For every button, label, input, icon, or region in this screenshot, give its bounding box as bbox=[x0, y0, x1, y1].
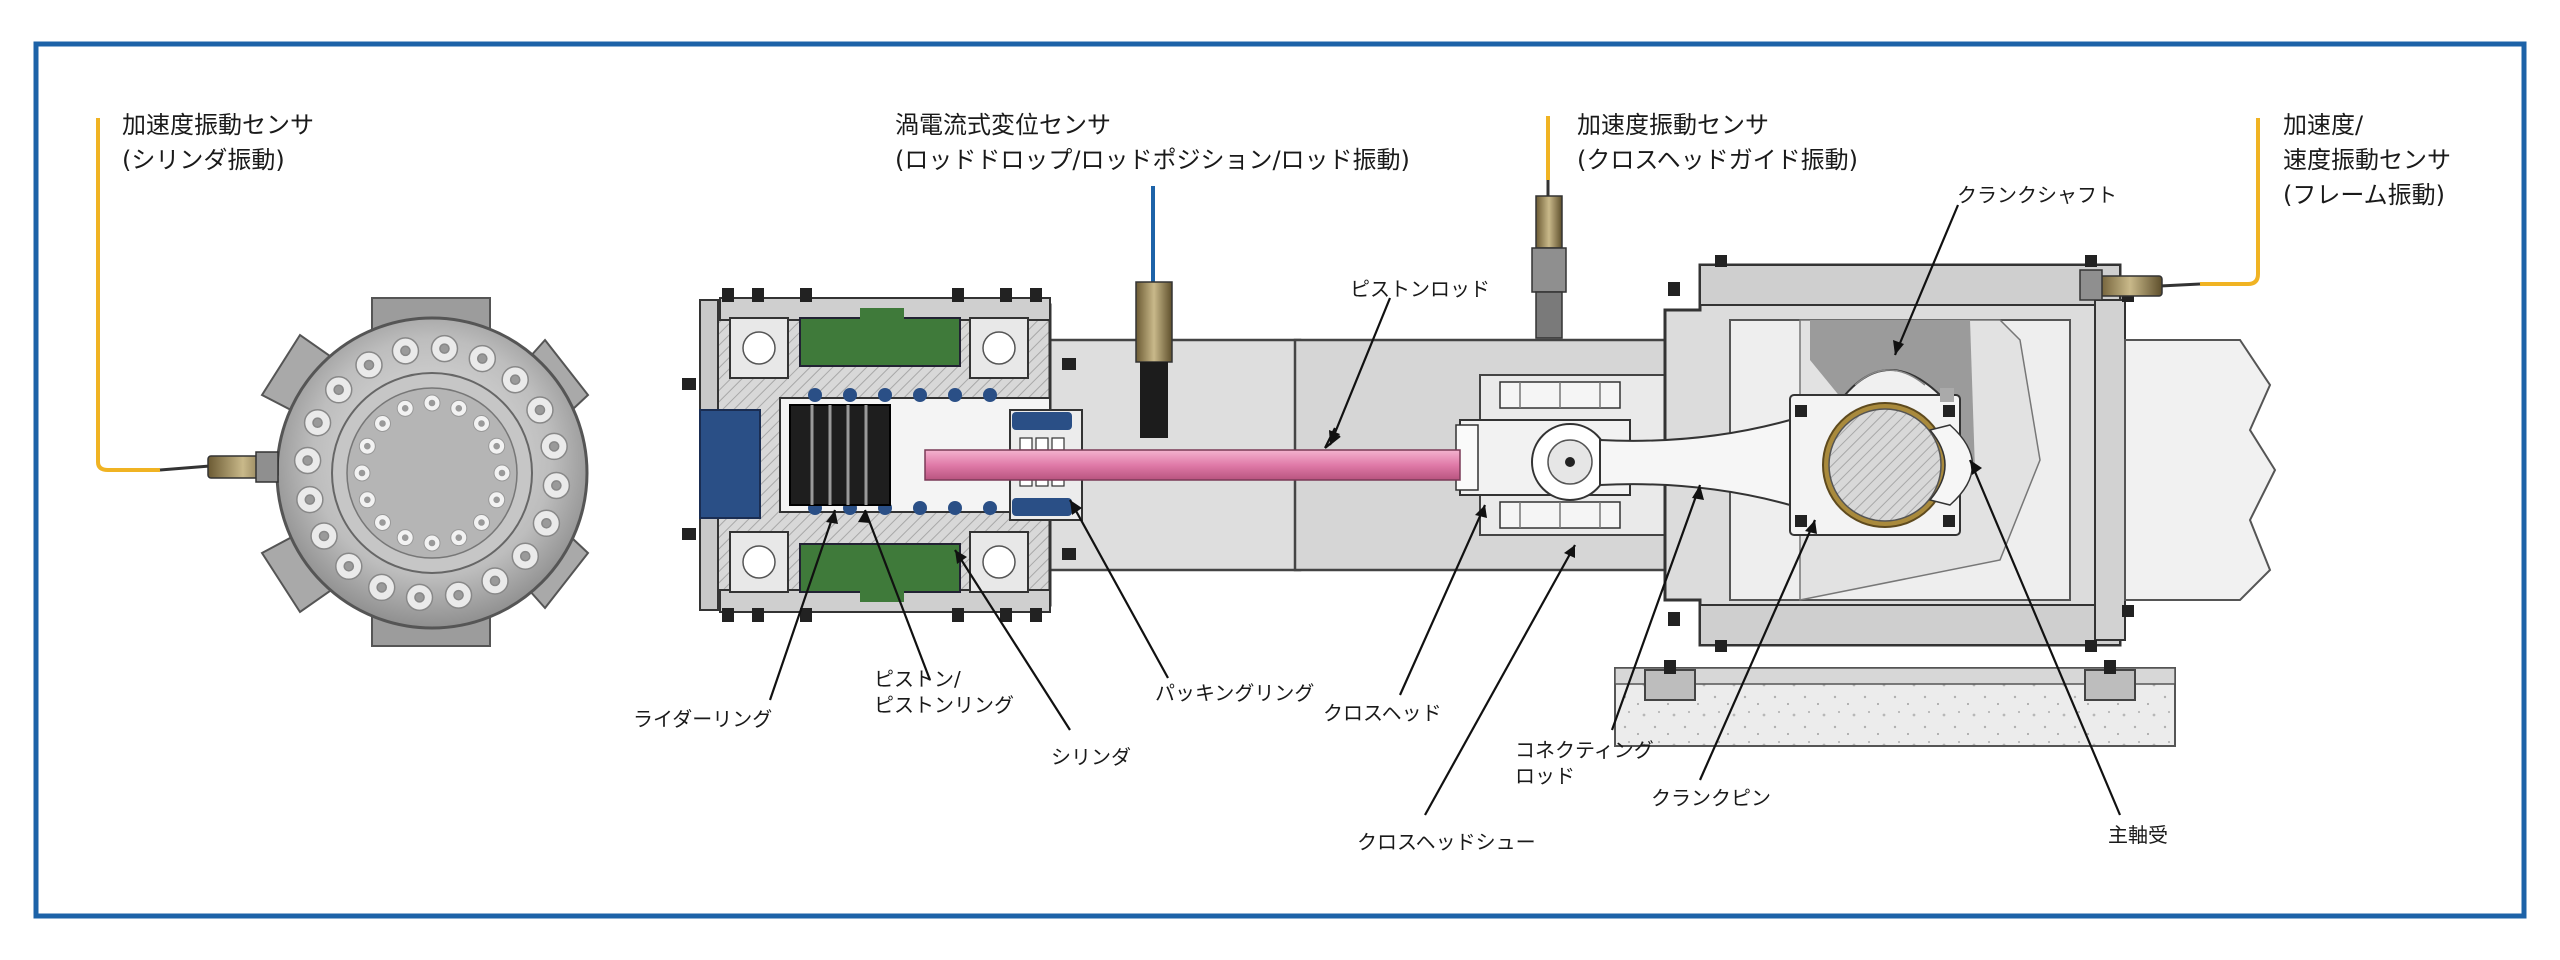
cylinder-accel-sensor bbox=[96, 118, 279, 483]
flange-bolt-center-icon bbox=[364, 442, 371, 450]
coolant-passage-icon bbox=[878, 388, 892, 402]
flange-bolt-center-icon bbox=[478, 519, 485, 526]
label-cylinder: シリンダ bbox=[1051, 745, 1131, 769]
flange-bolt-center-icon bbox=[478, 420, 485, 427]
label-piston-2: ピストンリング bbox=[874, 693, 1014, 717]
flange-bolt-center-icon bbox=[304, 494, 316, 505]
sensor-labels: 加速度振動センサ (シリンダ振動) 渦電流式変位センサ (ロッドドロップ/ロッド… bbox=[122, 111, 2451, 209]
label-frame-2: 速度振動センサ bbox=[2283, 146, 2451, 174]
label-cyl-accel-2: (シリンダ振動) bbox=[122, 146, 285, 174]
diagram-border bbox=[33, 41, 2527, 919]
flange-bolt-center-icon bbox=[379, 420, 386, 427]
label-xhead-accel-2: (クロスヘッドガイド振動) bbox=[1577, 146, 1858, 174]
label-main-bearing: 主軸受 bbox=[2108, 823, 2168, 847]
flange-bolt-center-icon bbox=[455, 405, 463, 412]
label-rider-ring: ライダーリング bbox=[633, 707, 772, 731]
label-eddy-2: (ロッドドロップ/ロッドポジション/ロッド振動) bbox=[895, 146, 1410, 174]
coolant-passage-icon bbox=[913, 388, 927, 402]
foundation bbox=[1614, 660, 2176, 747]
label-cyl-accel-1: 加速度振動センサ bbox=[122, 111, 314, 139]
label-crankshaft: クランクシャフト bbox=[1957, 183, 2117, 207]
label-crosshead-shoe: クロスヘッドシュー bbox=[1357, 830, 1536, 854]
coolant-passage-icon bbox=[983, 388, 997, 402]
label-crank-pin: クランクピン bbox=[1651, 786, 1771, 810]
eddy-current-sensor bbox=[1135, 186, 1173, 438]
flange-bolt-center-icon bbox=[363, 359, 375, 371]
flange-bolt-center-icon bbox=[401, 405, 409, 412]
flange-bolt-center-icon bbox=[400, 345, 411, 357]
label-conrod-1: コネクティング bbox=[1515, 738, 1654, 762]
coolant-passage-icon bbox=[948, 501, 962, 515]
flange-bolt-center-icon bbox=[541, 518, 552, 529]
flange-bolt-center-icon bbox=[534, 404, 546, 416]
flange-bolt-center-icon bbox=[548, 441, 560, 452]
flange-bolt-center-icon bbox=[318, 530, 330, 542]
flange-bolt-center-icon bbox=[401, 534, 409, 541]
label-piston-rod: ピストンロッド bbox=[1350, 277, 1490, 301]
flange-bolt-center-icon bbox=[509, 374, 521, 386]
crankshaft-extension bbox=[2124, 339, 2277, 601]
label-conrod-2: ロッド bbox=[1515, 764, 1575, 788]
leader-arrowheads bbox=[826, 340, 1982, 564]
flange-bolt-center-icon bbox=[302, 455, 313, 466]
flange-bolt-center-icon bbox=[498, 469, 506, 477]
flange-bolt-center-icon bbox=[428, 399, 436, 407]
flange-bolt-center-icon bbox=[551, 480, 562, 491]
flange-bolt-center-icon bbox=[364, 496, 371, 504]
label-piston-1: ピストン/ bbox=[874, 667, 961, 691]
flange-bolt-center-icon bbox=[439, 343, 450, 354]
flange-bolt-center-icon bbox=[333, 384, 345, 396]
crankcase-frame bbox=[1599, 255, 2134, 652]
label-frame-1: 加速度/ bbox=[2283, 111, 2364, 139]
flange-bolt-center-icon bbox=[312, 417, 323, 428]
coolant-passage-icon bbox=[948, 388, 962, 402]
flange-bolt-center-icon bbox=[343, 560, 355, 572]
flange-bolt-center-icon bbox=[493, 442, 500, 450]
flange-bolt-center-icon bbox=[493, 496, 500, 504]
label-crosshead: クロスヘッド bbox=[1323, 701, 1442, 725]
label-xhead-accel-1: 加速度振動センサ bbox=[1577, 111, 1769, 139]
coolant-passage-icon bbox=[913, 501, 927, 515]
flange-bolt-center-icon bbox=[455, 534, 463, 541]
label-frame-3: (フレーム振動) bbox=[2283, 181, 2445, 209]
flange-bolt-center-icon bbox=[414, 592, 425, 603]
flange-bolt-center-icon bbox=[489, 575, 501, 587]
coolant-passage-icon bbox=[808, 388, 822, 402]
label-eddy-1: 渦電流式変位センサ bbox=[895, 111, 1111, 139]
piston-rod bbox=[924, 449, 1461, 481]
flange-bolt-center-icon bbox=[376, 582, 387, 593]
leader-lines bbox=[768, 204, 2122, 816]
flange-bolt-center-icon bbox=[428, 539, 436, 547]
part-labels: ピストンロッド クランクシャフト ライダーリング ピストン/ ピストンリング シ… bbox=[633, 183, 2168, 854]
flange-bolt-center-icon bbox=[379, 519, 386, 526]
crosshead-accel-sensor bbox=[1531, 116, 1567, 339]
cylinder-end-view bbox=[260, 297, 590, 647]
flange-bolt-center-icon bbox=[453, 589, 464, 601]
flange-bolt-center-icon bbox=[477, 353, 488, 364]
frame-accel-sensor bbox=[2079, 118, 2260, 301]
coolant-passage-icon bbox=[843, 388, 857, 402]
flange-bolt-center-icon bbox=[519, 550, 531, 562]
label-packing-ring: パッキングリング bbox=[1155, 681, 1314, 705]
coolant-passage-icon bbox=[983, 501, 997, 515]
flange-bolt-center-icon bbox=[358, 469, 366, 477]
